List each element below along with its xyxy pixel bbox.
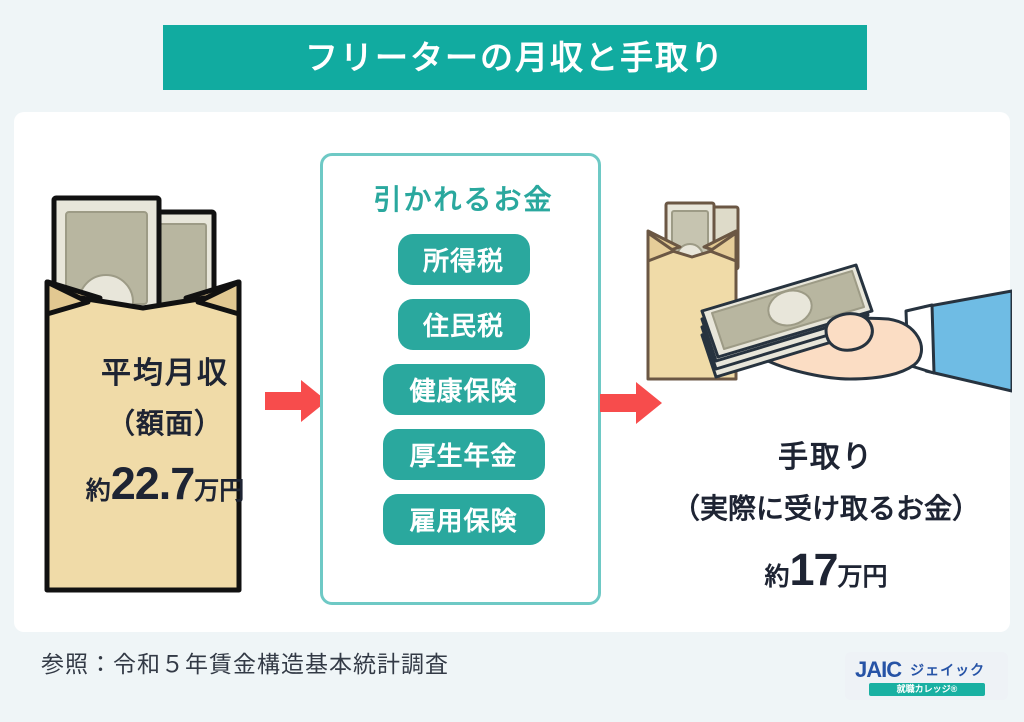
logo-row: JAIC ジェイック [855,657,1000,682]
deductions-list: 所得税 住民税 健康保険 厚生年金 雇用保険 [323,234,604,545]
right-arrow-icon [600,382,662,424]
deduction-pill-employment-insurance: 雇用保険 [382,494,545,545]
right-arrow-icon [265,380,327,422]
title-banner: フリーターの月収と手取り [163,25,867,90]
logo-kana: ジェイック [910,661,986,678]
take-home-amount: 約17万円 [640,544,1012,596]
hand-holding-cash-icon [646,201,1014,393]
take-home-label: 手取り [778,441,874,474]
logo-tagline-bar: 就職カレッジ® [869,683,985,696]
deduction-pill-health-insurance: 健康保険 [382,364,545,415]
deductions-box: 引かれるお金 所得税 住民税 健康保険 厚生年金 雇用保険 [320,153,601,605]
take-home-illustration [640,195,1014,405]
deduction-pill-resident-tax: 住民税 [397,299,530,350]
deduction-pill-pension: 厚生年金 [382,429,545,480]
take-home-sublabel: （実際に受け取るお金） [671,493,980,524]
take-home-text: 手取り （実際に受け取るお金） 約17万円 [640,440,1012,596]
gross-salary-group: 平均月収 （額面） 約22.7万円 [40,190,290,610]
money-envelope-icon [44,195,242,593]
take-home-amount-value: 17 [789,543,838,595]
brand-logo: JAIC ジェイック 就職カレッジ® [845,652,1008,700]
take-home-amount-prefix: 約 [764,562,790,591]
logo-tagline: 就職カレッジ® [896,684,958,694]
deduction-pill-income-tax: 所得税 [397,234,530,285]
source-note: 参照：令和５年賃金構造基本統計調査 [41,651,449,677]
deductions-heading: 引かれるお金 [373,184,554,215]
take-home-amount-unit: 万円 [837,562,888,591]
logo-wordmark: JAIC [855,656,902,682]
page-title: フリーターの月収と手取り [305,39,725,76]
